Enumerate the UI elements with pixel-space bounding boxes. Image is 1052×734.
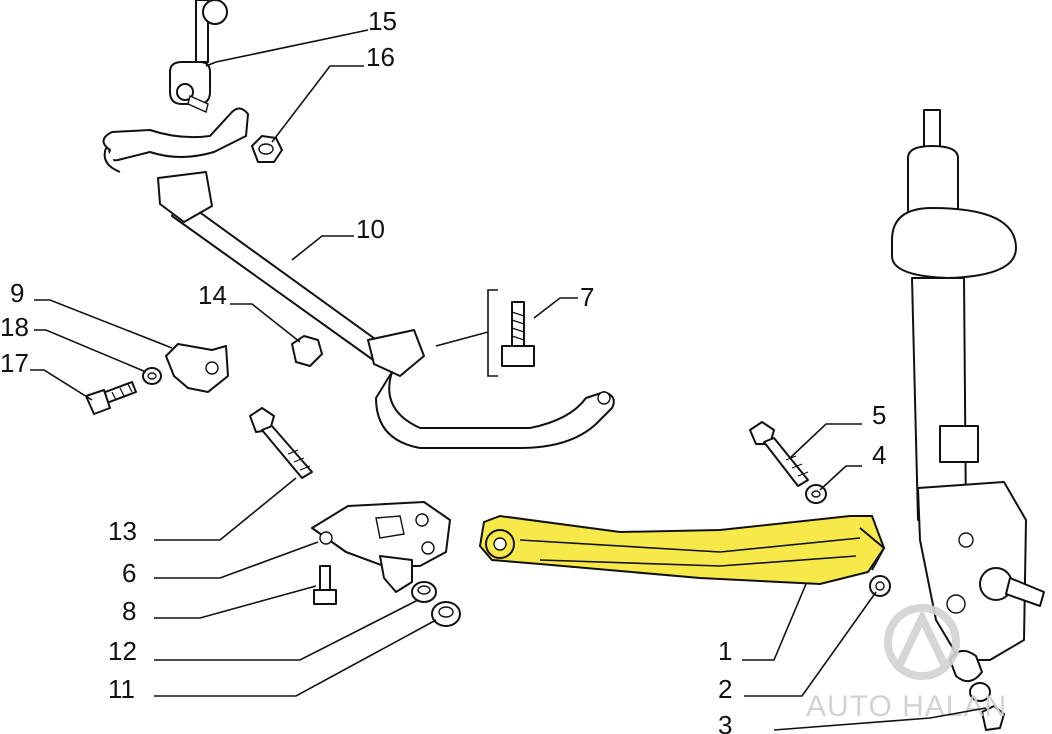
bolt-part-7 — [487, 289, 535, 377]
callout-11: 11 — [108, 674, 135, 704]
washer-part-2 — [869, 575, 891, 597]
watermark: AUTO HALAN — [806, 604, 1007, 723]
callout-13: 13 — [108, 516, 137, 546]
callout-16: 16 — [366, 42, 395, 72]
washer-part-4 — [805, 484, 827, 504]
bushing-part-11 — [431, 601, 461, 627]
callout-17: 17 — [0, 348, 29, 378]
stabilizer-bar-part-10 — [102, 107, 615, 449]
nut-part-16 — [251, 135, 283, 163]
nut-part-14 — [291, 335, 323, 367]
callout-18: 18 — [0, 312, 29, 342]
mounting-plate-part-6 — [311, 501, 451, 593]
washer-part-18 — [142, 367, 162, 385]
bushing-part-12 — [411, 581, 437, 603]
callout-14: 14 — [198, 280, 227, 310]
watermark-text: AUTO HALAN — [806, 690, 1007, 723]
callout-9: 9 — [10, 278, 24, 308]
bolt-part-5 — [749, 421, 809, 487]
callout-7: 7 — [580, 282, 594, 312]
bracket-part-9 — [165, 343, 229, 393]
callout-2: 2 — [718, 674, 732, 704]
strut-assembly — [891, 109, 1045, 683]
callout-10: 10 — [356, 214, 385, 244]
control-arm-part-1 — [478, 514, 886, 586]
stud-part-8 — [313, 565, 337, 605]
bolt-part-13 — [249, 407, 313, 479]
callout-1: 1 — [718, 636, 732, 666]
callout-5: 5 — [872, 400, 886, 430]
stabilizer-link-part-15 — [169, 0, 228, 113]
callout-12: 12 — [108, 636, 137, 666]
callout-15: 15 — [368, 6, 397, 36]
callout-3: 3 — [718, 710, 732, 734]
bolt-part-17 — [85, 381, 137, 415]
callout-6: 6 — [122, 558, 136, 588]
nut-part-3 — [969, 682, 1005, 731]
callout-4: 4 — [872, 440, 886, 470]
leader-lines — [30, 29, 987, 731]
callout-8: 8 — [122, 596, 136, 626]
callout-labels: 15 16 10 14 9 18 17 7 13 6 8 12 11 5 4 1… — [0, 6, 886, 734]
